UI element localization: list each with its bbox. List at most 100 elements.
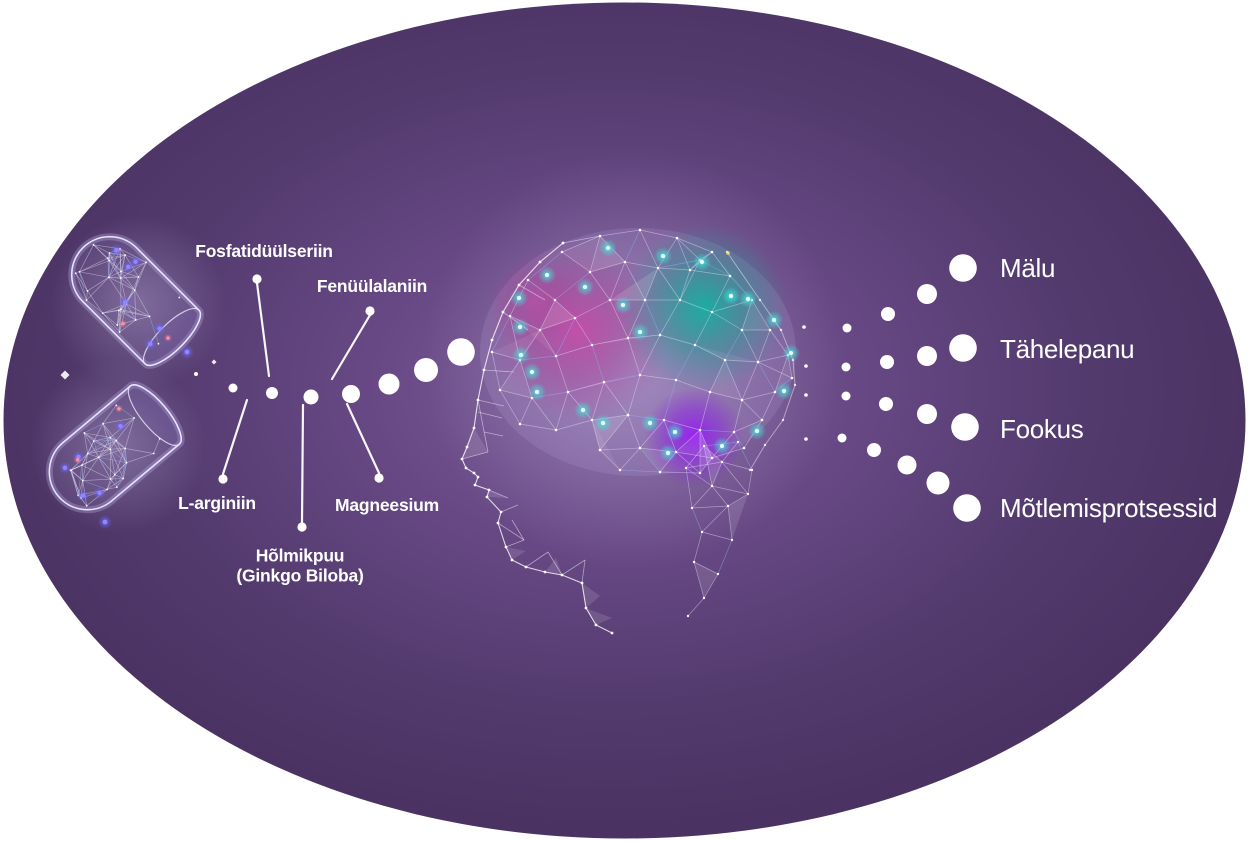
- decor-line: [591, 344, 605, 383]
- decor-line: [98, 456, 127, 463]
- decor-polygon: [704, 446, 722, 486]
- decor-line: [511, 519, 525, 541]
- decor-circle: [716, 572, 720, 576]
- decor-circle: [517, 283, 521, 287]
- decor-line: [81, 453, 88, 466]
- decor-circle: [538, 260, 542, 264]
- decor-circle: [535, 390, 539, 394]
- decor-line: [135, 316, 150, 321]
- decor-line: [84, 423, 104, 434]
- flow-dot: [804, 393, 808, 397]
- decor-line: [98, 448, 111, 458]
- decor-line: [724, 329, 743, 361]
- decor-line: [639, 334, 661, 376]
- decor-line: [693, 561, 705, 599]
- benefit-flow-dots: [802, 254, 981, 522]
- decor-line: [134, 289, 150, 317]
- decor-line: [627, 337, 641, 376]
- decor-circle: [476, 475, 480, 479]
- flow-dot: [917, 284, 937, 304]
- decor-circle: [107, 276, 110, 279]
- decor-circle: [148, 315, 151, 318]
- decor-line: [107, 257, 122, 272]
- decor-circle: [464, 466, 468, 470]
- decor-line: [741, 391, 776, 401]
- decor-line: [699, 429, 713, 459]
- flow-dot: [194, 372, 198, 376]
- decor-line: [691, 505, 729, 509]
- decor-circle: [553, 298, 557, 302]
- decor-line: [574, 317, 593, 346]
- decor-circle: [498, 388, 502, 392]
- decor-circle: [661, 254, 665, 258]
- decor-circle: [158, 437, 161, 440]
- decor-circle: [638, 373, 642, 377]
- decor-circle: [684, 466, 688, 470]
- decor-line: [741, 329, 759, 363]
- decor-line: [659, 299, 681, 336]
- decor-circle: [476, 398, 480, 402]
- decor-line: [757, 329, 771, 363]
- decor-line: [554, 271, 591, 301]
- decor-line: [488, 489, 509, 499]
- decor-line: [679, 269, 691, 301]
- decor-circle: [760, 418, 764, 422]
- decor-circle: [109, 478, 112, 480]
- decor-line: [109, 440, 117, 450]
- decor-circle: [580, 581, 584, 585]
- decor-line: [703, 573, 719, 599]
- decor-circle: [554, 428, 558, 432]
- decor-line: [102, 312, 120, 333]
- decor-circle: [460, 457, 464, 461]
- decor-circle: [790, 376, 794, 380]
- decor-line: [82, 478, 111, 481]
- decor-line: [589, 271, 611, 301]
- decor-line: [737, 441, 753, 471]
- decor-circle: [674, 378, 678, 382]
- decor-polygon: [700, 430, 712, 473]
- ingredient-pointer-dots: [218, 274, 384, 532]
- decor-circle: [755, 429, 759, 433]
- decor-line: [567, 381, 605, 393]
- decor-line: [109, 449, 124, 479]
- decor-polygon: [500, 360, 532, 398]
- decor-line: [79, 260, 110, 273]
- decor-line: [699, 457, 713, 474]
- decor-line: [81, 464, 111, 480]
- decor-line: [109, 252, 122, 272]
- decor-line: [685, 467, 693, 509]
- decor-line: [119, 309, 122, 333]
- decor-line: [527, 251, 563, 281]
- decor-line: [106, 478, 124, 490]
- decor-line: [461, 451, 489, 460]
- decor-line: [153, 438, 160, 454]
- decor-line: [118, 310, 150, 317]
- decor-circle: [638, 330, 642, 334]
- capsule-open-rim: [127, 384, 182, 447]
- decor-circle: [702, 596, 706, 600]
- decor-line: [77, 465, 83, 496]
- decor-line: [624, 261, 646, 301]
- brain-neuron-glow-nodes: [510, 239, 800, 462]
- decor-line: [102, 423, 111, 450]
- decor-circle: [78, 270, 81, 273]
- decor-circle: [121, 322, 125, 326]
- decor-circle: [740, 328, 744, 332]
- decor-polygon: [568, 375, 640, 392]
- decor-circle: [108, 259, 111, 262]
- flow-dot: [951, 413, 979, 441]
- decor-circle: [81, 479, 84, 482]
- decor-line: [733, 399, 743, 433]
- decor-line: [687, 597, 705, 617]
- decor-line: [107, 486, 117, 490]
- decor-circle: [626, 413, 630, 417]
- decor-line: [589, 235, 601, 273]
- decor-line: [109, 254, 126, 262]
- decor-line: [599, 447, 641, 451]
- decor-line: [120, 276, 139, 279]
- decor-line: [761, 391, 776, 421]
- decor-line: [539, 317, 576, 331]
- decor-line: [84, 432, 111, 438]
- decor-line: [561, 235, 601, 253]
- decor-line: [483, 369, 515, 373]
